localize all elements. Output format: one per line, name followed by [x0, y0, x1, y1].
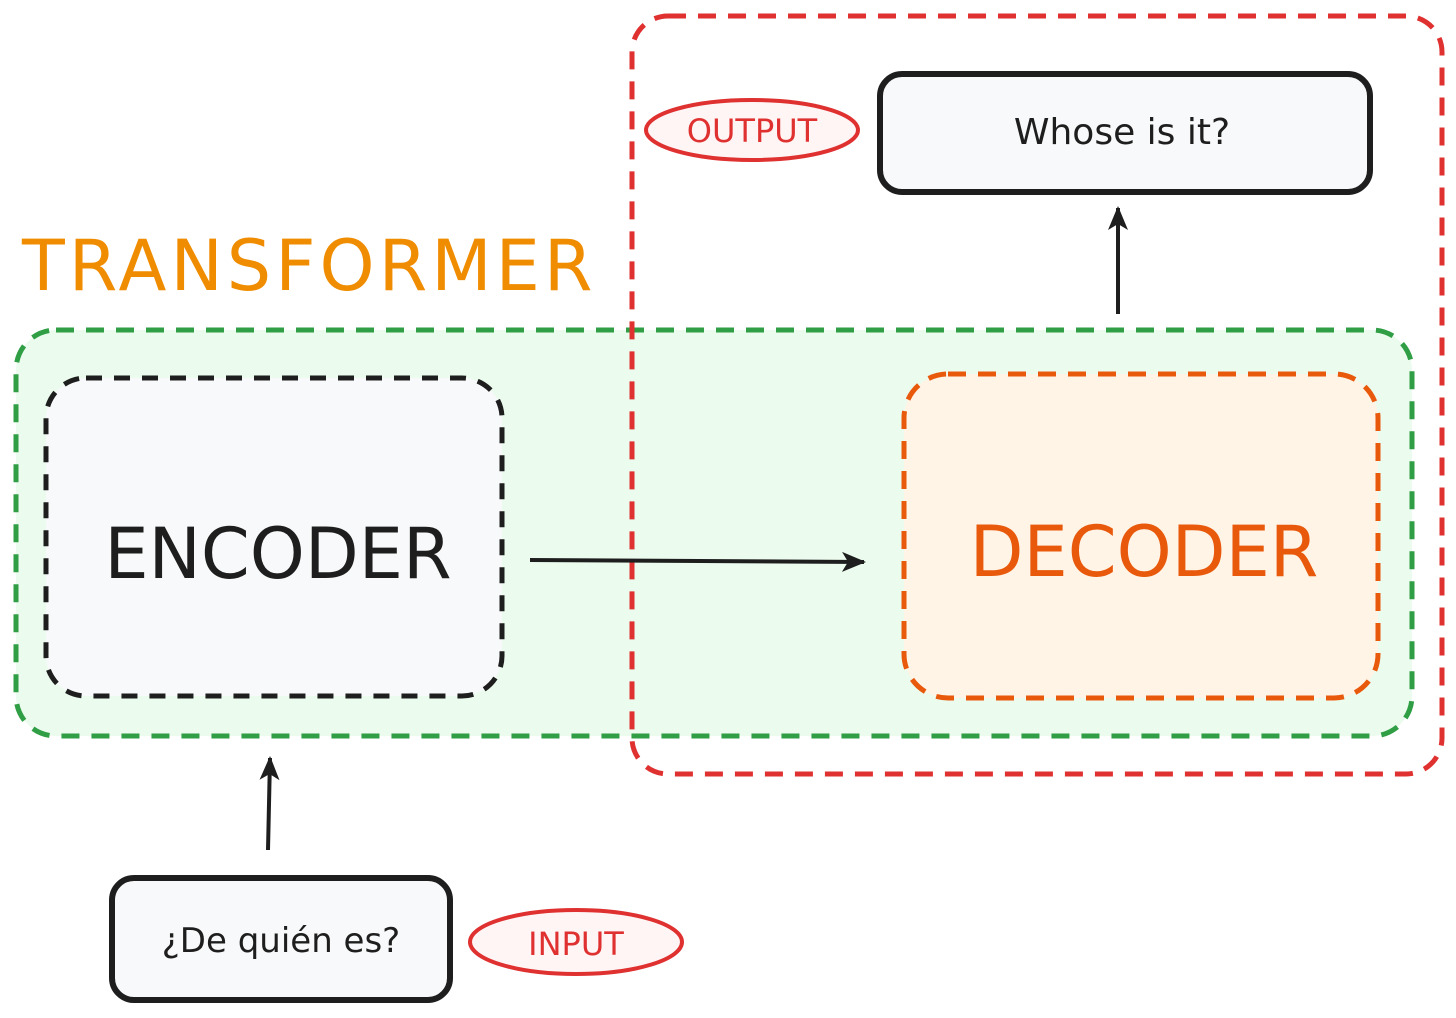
- input-to-encoder-arrow: [259, 756, 280, 851]
- output-tag: OUTPUT: [687, 112, 818, 150]
- diagram-title: TRANSFORMER: [21, 225, 597, 307]
- output-text-box: [877, 71, 1373, 195]
- encoder-box: [43, 375, 505, 699]
- input-tag: INPUT: [528, 925, 624, 963]
- input-text: ¿De quién es?: [162, 921, 400, 961]
- output-text: Whose is it?: [1014, 112, 1230, 153]
- decoder-label: DECODER: [970, 511, 1319, 593]
- encoder-to-decoder-arrow: [529, 551, 866, 572]
- input-text-box: [109, 875, 453, 1003]
- encoder-label: ENCODER: [104, 513, 451, 595]
- input-tag-ellipse: [468, 908, 684, 976]
- output-region: [629, 13, 1445, 777]
- output-tag-ellipse: [644, 98, 860, 162]
- decoder-box: [901, 371, 1381, 701]
